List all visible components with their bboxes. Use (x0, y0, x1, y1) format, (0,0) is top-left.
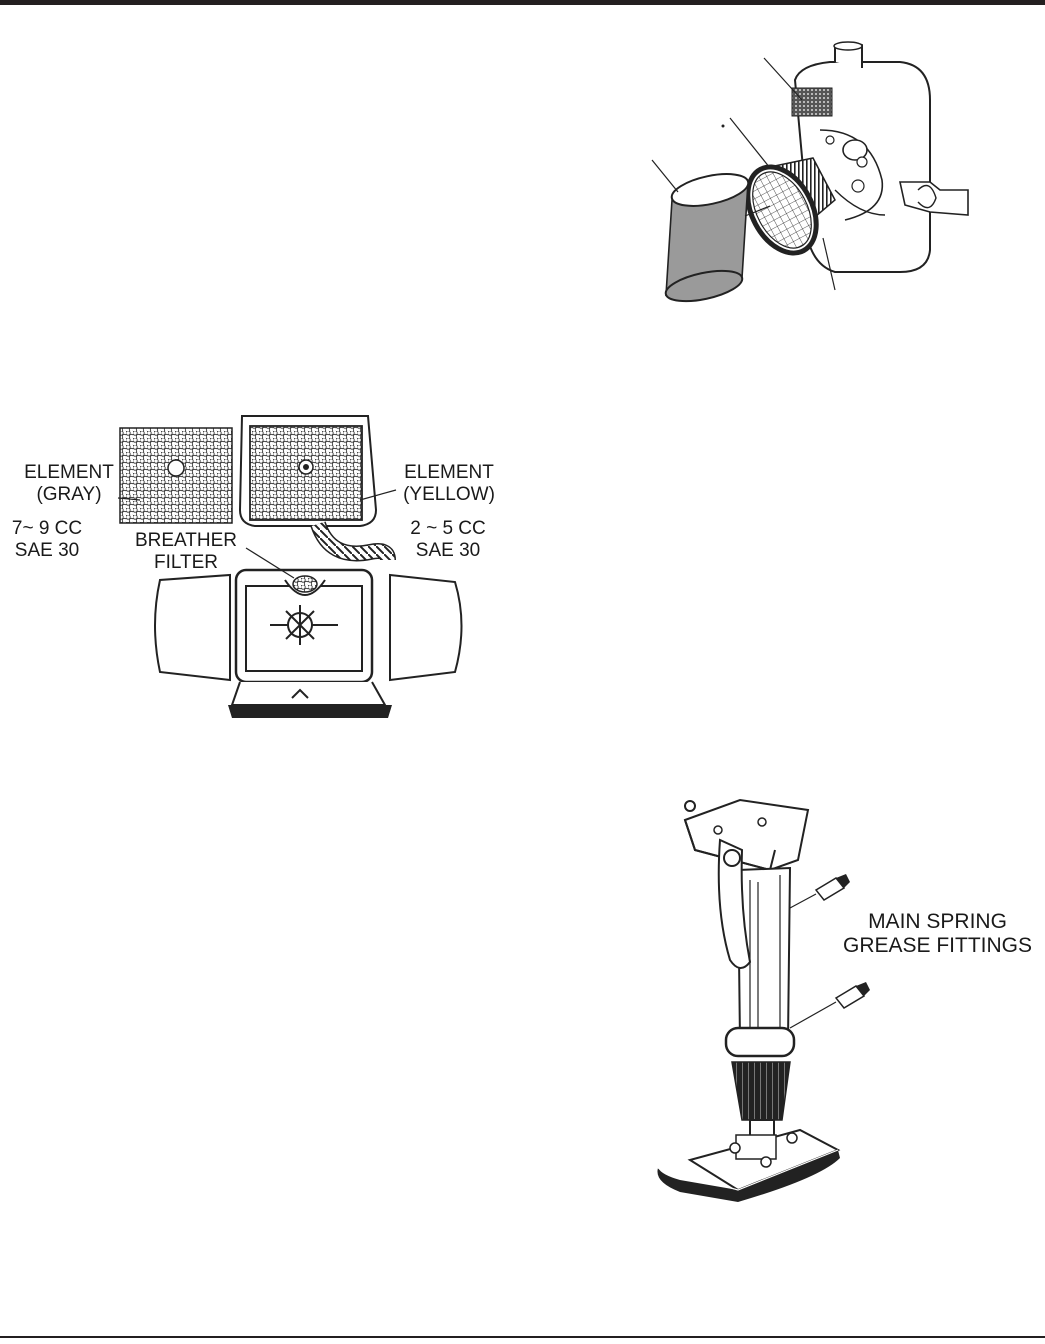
grease-fitting-upper-icon (789, 874, 850, 909)
oil-filter-diagram (117, 415, 463, 718)
bottom-rule (0, 1336, 1045, 1338)
gray-element-label-line2: (GRAY) (36, 484, 102, 505)
air-cleaner-housing-icon (791, 41, 969, 273)
yellow-element-label-line1: ELEMENT (404, 462, 494, 483)
rammer-body-icon (657, 798, 841, 1202)
air-cleaner-diagram (651, 41, 969, 303)
yellow-element-icon (238, 415, 378, 527)
gray-element-label: ELEMENT (GRAY) (14, 462, 124, 506)
filter-element-icon (745, 157, 836, 256)
rammer-diagram (657, 798, 870, 1202)
foam-sleeve-icon (664, 173, 750, 303)
leader-lines (651, 57, 836, 291)
breather-filter-label: BREATHER FILTER (126, 530, 246, 574)
rammer-figure: MAIN SPRING GREASE FITTINGS (640, 790, 1045, 1220)
gray-oil-grade: SAE 30 (14, 540, 80, 561)
main-spring-grease-label: MAIN SPRING GREASE FITTINGS (830, 910, 1045, 958)
yellow-element-label: ELEMENT (YELLOW) (390, 462, 508, 506)
gray-oil-amount: 7~ 9 CC (11, 518, 83, 539)
yellow-oil-spec: 2 ~ 5 CC SAE 30 (398, 518, 498, 562)
yellow-oil-amount: 2 ~ 5 CC (410, 518, 486, 539)
dot-mark (721, 124, 725, 128)
breather-label-line1: BREATHER (134, 530, 238, 551)
oil-leader-lines (117, 489, 397, 579)
gray-element-icon (119, 427, 233, 524)
main-spring-label-line2: GREASE FITTINGS (842, 934, 1033, 957)
yellow-element-label-line2: (YELLOW) (403, 484, 495, 505)
main-spring-label-line1: MAIN SPRING (868, 910, 1007, 933)
gray-element-label-line1: ELEMENT (24, 462, 114, 483)
gray-oil-spec: 7~ 9 CC SAE 30 (2, 518, 92, 562)
grease-fitting-lower-icon (789, 982, 870, 1029)
top-rule (0, 0, 1045, 5)
tank-body-icon (154, 568, 463, 718)
oil-filter-figure: ELEMENT (GRAY) 7~ 9 CC SAE 30 ELEMENT (Y… (0, 410, 520, 730)
air-cleaner-figure (630, 40, 990, 310)
yellow-oil-grade: SAE 30 (415, 540, 481, 561)
breather-label-line2: FILTER (153, 552, 219, 573)
